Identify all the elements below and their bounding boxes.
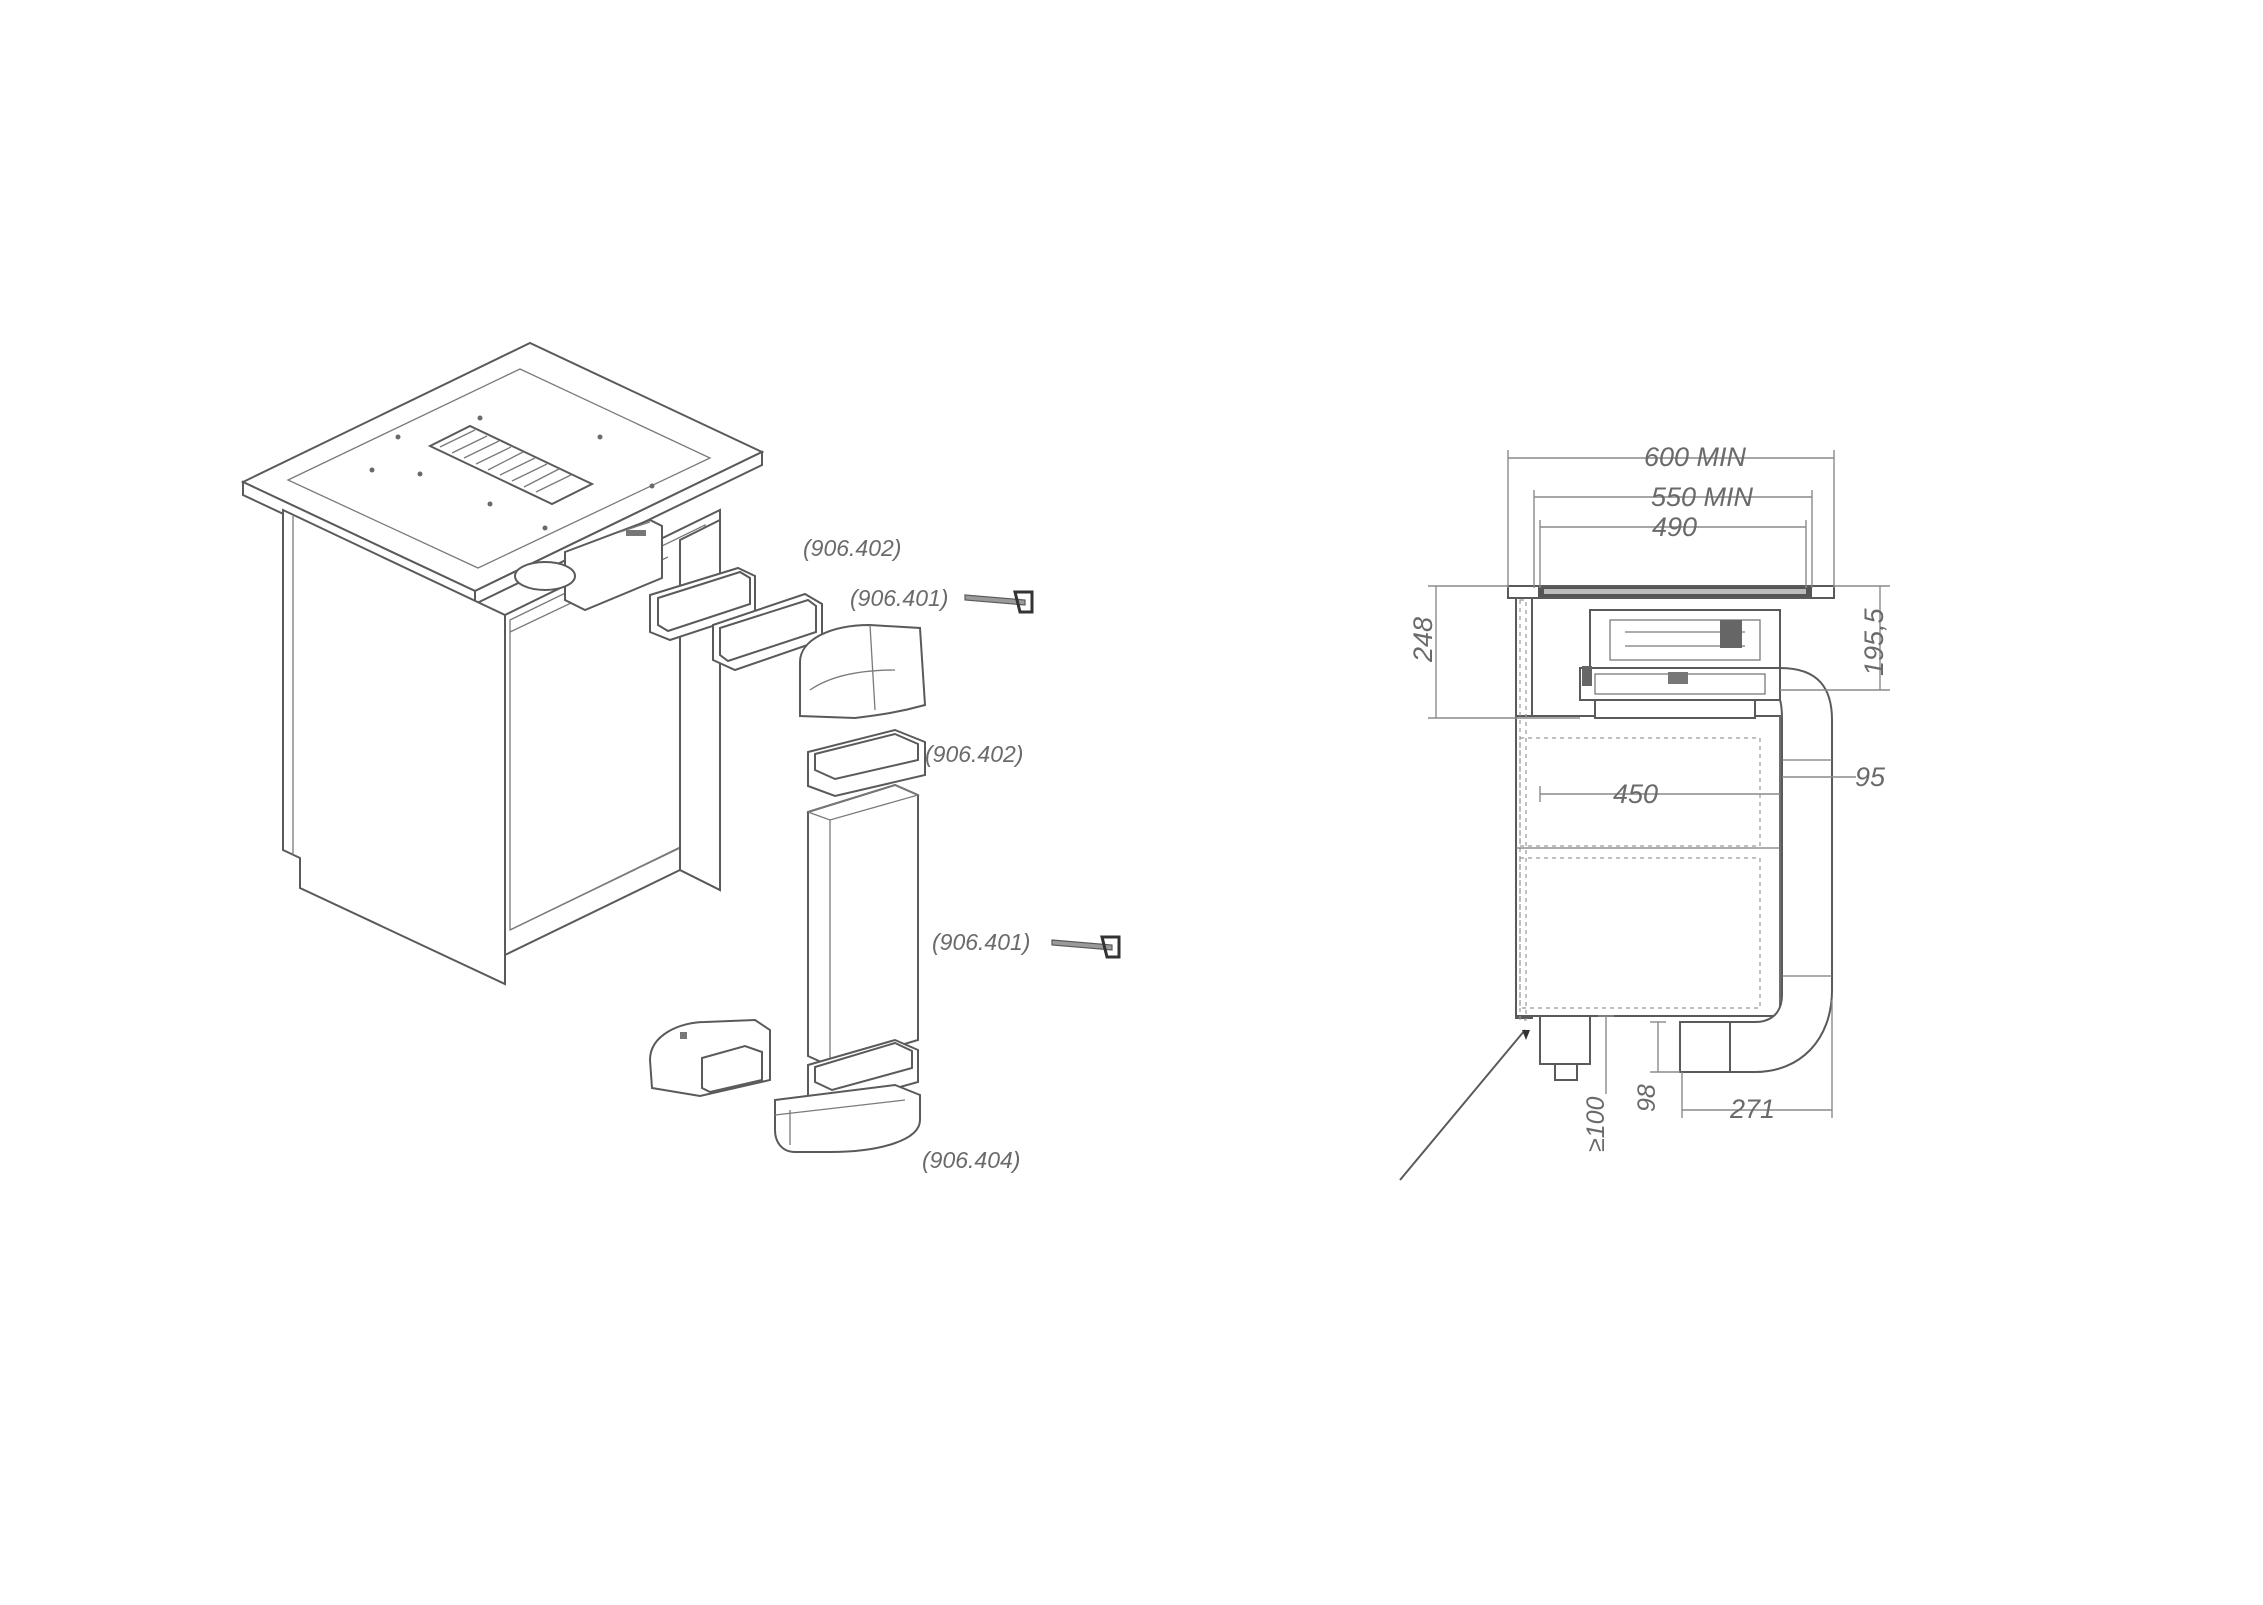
vent-slats	[439, 429, 572, 493]
dim-490: 490	[1652, 512, 1697, 542]
label-mid-spacer: (906.402)	[925, 741, 1023, 767]
dim-plinth-100: ≥100	[1582, 1096, 1610, 1152]
dim-271: 271	[1729, 1094, 1775, 1124]
dim-248: 248	[1408, 617, 1438, 663]
fan-unit	[514, 518, 663, 612]
fan-motor-unit	[1579, 609, 1781, 719]
duct-parts	[648, 566, 927, 1153]
duct-spacer-3	[807, 728, 926, 798]
label-mid-saw: (906.401)	[932, 929, 1030, 955]
duct-section	[1679, 666, 1833, 1073]
dim-550-min: 550 MIN	[1651, 482, 1754, 512]
label-bottom-elbow: (906.404)	[922, 1147, 1020, 1173]
saw-icon	[1051, 935, 1121, 959]
vent-grille	[427, 424, 595, 506]
dimension-lines	[1428, 450, 1890, 1118]
duct-elbow-bottom	[774, 1083, 921, 1153]
duct-vertical	[805, 783, 920, 1068]
duct-elbow-top	[799, 623, 927, 720]
dim-450: 450	[1613, 779, 1658, 809]
duct-adaptor	[648, 1018, 771, 1098]
hob-dots	[369, 415, 655, 531]
label-top-saw: (906.401)	[850, 585, 948, 611]
drawer-body	[1515, 715, 1781, 1017]
plinth	[1399, 1015, 1591, 1181]
hob-glass	[286, 368, 712, 569]
section-view	[1399, 585, 1835, 1181]
saw-icon	[964, 590, 1034, 614]
dim-600-min: 600 MIN	[1644, 442, 1747, 472]
label-top-spacer: (906.402)	[803, 535, 901, 561]
isometric-cabinet	[240, 341, 765, 986]
dim-95: 95	[1855, 762, 1886, 792]
dim-195-5: 195,5	[1859, 607, 1889, 676]
dim-plinth-98: 98	[1633, 1084, 1661, 1112]
